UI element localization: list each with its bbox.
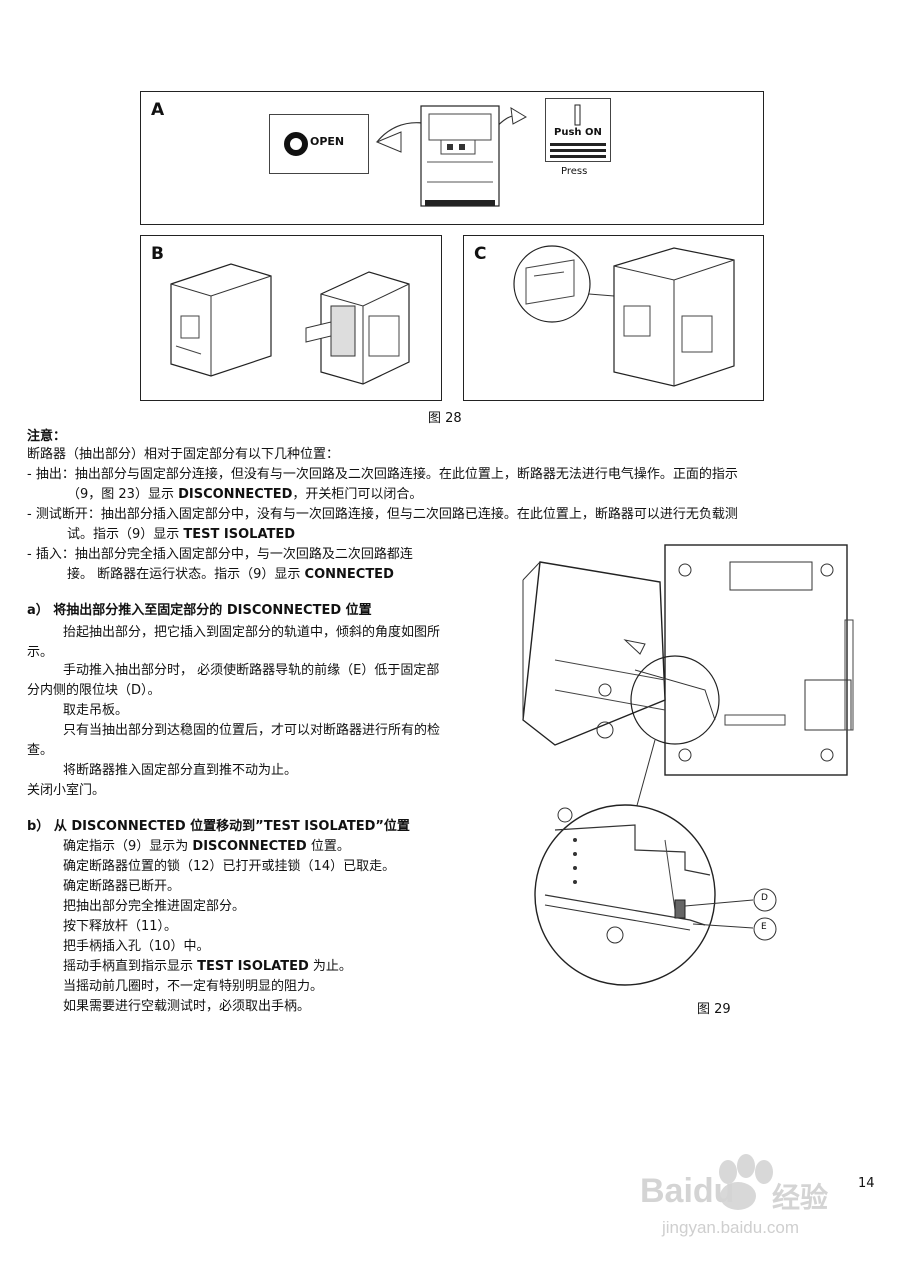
section-a-line: 抬起抽出部分，把它插入到固定部分的轨道中，倾斜的角度如图所 [63,625,441,640]
note-item-test-isolated-line2: 试。指示（9）显示 TEST ISOLATED [27,526,295,544]
note-item-connected-line1: - 插入：抽出部分完全插入固定部分中，与一次回路及二次回路都连 [27,547,413,562]
text-fragment: （9，图 23）显示 [67,487,179,502]
section-b-line: 如果需要进行空载测试时，必须取出手柄。 [63,999,311,1014]
section-b-heading: b） 从 DISCONNECTED 位置移动到”TEST ISOLATED”位置 [27,819,410,834]
status-term: DISCONNECTED [192,839,307,854]
fixed-part-drawing [513,245,735,387]
text-fragment: 摇动手柄直到指示显示 [63,959,198,974]
status-term: CONNECTED [304,567,394,582]
push-on-label: Push ON [554,127,602,138]
text-fragment: 确定指示（9）显示为 [63,839,193,854]
section-a-heading: a） 将抽出部分推入至固定部分的 DISCONNECTED 位置 [27,603,372,618]
section-b-line: 按下释放杆（11）。 [63,919,178,934]
section-b-line: 把抽出部分完全推进固定部分。 [63,899,246,914]
page-number: 14 [858,1176,875,1191]
push-on-button-plate: Push ON [545,98,611,162]
label-e: E [761,922,767,932]
text-fragment: 接。 断路器在运行状态。指示（9）显示 [67,567,305,582]
panel-letter: A [151,100,165,120]
text-fragment: 位置。 [306,839,350,854]
figure-28-panel-a: A OPEN Push ON Press [140,91,764,225]
figure-28-panel-c: C [463,235,764,401]
text-fragment: 试。指示（9）显示 [67,527,184,542]
section-b-line: 摇动手柄直到指示显示 TEST ISOLATED 为止。 [27,958,352,976]
panel-letter: C [474,244,487,264]
notes-title: 注意： [27,429,67,444]
figure-28-caption: 图 28 [428,411,462,426]
text-fragment: ，开关柜门可以闭合。 [292,487,423,502]
watermark-url: jingyan.baidu.com [662,1218,800,1237]
section-a-line: 只有当抽出部分到达稳固的位置后，才可以对断路器进行所有的检 [63,723,441,738]
section-b-line: 确定断路器位置的锁（12）已打开或挂锁（14）已取走。 [63,859,396,874]
section-a-line: 示。 [27,645,54,660]
figure-29-drawing [522,544,854,986]
open-indicator-plate: OPEN [269,114,369,174]
breaker-front-drawing [375,105,528,207]
note-item-connected-line2: 接。 断路器在运行状态。指示（9）显示 CONNECTED [27,566,394,584]
push-button-icon [550,104,606,158]
figure-29-caption: 图 29 [697,1002,731,1017]
watermark-brand-cn: 经验 [772,1181,829,1214]
figure-28-panel-b: B [140,235,442,401]
section-b-line: 把手柄插入孔（10）中。 [63,939,210,954]
withdrawable-part-drawing [170,263,410,385]
notes-intro: 断路器（抽出部分）相对于固定部分有以下几种位置： [27,447,340,462]
open-ring-icon [284,132,308,156]
watermark-brand: Baidu [640,1172,735,1210]
note-item-test-isolated-line1: - 测试断开：抽出部分插入固定部分中，没有与一次回路连接，但与二次回路已连接。在… [27,507,738,522]
label-d: D [761,893,768,903]
section-a-line: 分内侧的限位块（D）。 [27,683,161,698]
baidu-jingyan-watermark: Baidu 经验 jingyan.baidu.com [640,1150,850,1250]
note-item-disconnected-line2: （9，图 23）显示 DISCONNECTED，开关柜门可以闭合。 [27,486,422,504]
section-a-line: 关闭小室门。 [27,783,106,798]
section-a-line: 取走吊板。 [63,703,129,718]
section-b-line: 确定指示（9）显示为 DISCONNECTED 位置。 [27,838,350,856]
note-item-disconnected-line1: - 抽出：抽出部分与固定部分连接，但没有与一次回路及二次回路连接。在此位置上，断… [27,467,738,482]
section-a-line: 手动推入抽出部分时， 必须使断路器导轨的前缘（E）低于固定部 [63,663,440,678]
section-b-line: 确定断路器已断开。 [63,879,181,894]
section-a-line: 将断路器推入固定部分直到推不动为止。 [63,763,298,778]
press-label: Press [561,166,588,177]
status-term: DISCONNECTED [178,487,293,502]
status-term: TEST ISOLATED [197,959,309,974]
status-term: TEST ISOLATED [183,527,296,542]
text-fragment: 为止。 [308,959,352,974]
open-label: OPEN [310,135,345,148]
paw-logo-icon [719,1154,773,1210]
section-a-line: 查。 [27,743,54,758]
panel-letter: B [151,244,164,264]
section-b-line: 当摇动前几圈时，不一定有特别明显的阻力。 [63,979,324,994]
